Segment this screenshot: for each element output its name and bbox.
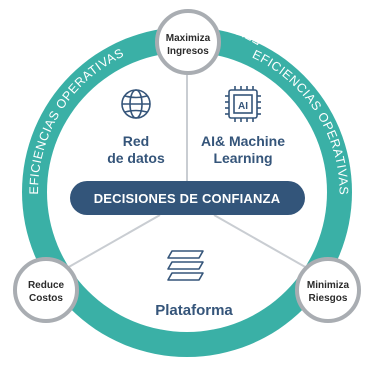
node-top-line2: Ingresos (167, 46, 209, 57)
ai-label-line1: AI& Machine (201, 133, 285, 149)
divider-left (66, 214, 161, 269)
layers-icon (167, 250, 204, 281)
decisiones-pill (70, 181, 305, 215)
ai-chip-text: AI (238, 101, 248, 112)
node-top-line1: Maximiza (166, 33, 211, 44)
node-right-line2: Riesgos (309, 293, 348, 304)
ai-label-line2: Learning (213, 150, 272, 166)
divider-right (213, 214, 308, 269)
decisiones-pill-label: DECISIONES DE CONFIANZA (94, 191, 281, 206)
platform-label: Plataforma (155, 302, 233, 319)
node-right-line1: Minimiza (307, 280, 350, 291)
globe-icon (121, 89, 151, 119)
network-label-line1: Red (123, 133, 149, 149)
node-left-line1: Reduce (28, 280, 65, 291)
ai-chip-icon (225, 86, 261, 122)
node-maximiza-ingresos (155, 9, 221, 75)
node-left-line2: Costos (29, 293, 63, 304)
network-label-line2: de datos (107, 150, 165, 166)
node-reduce-costos (13, 257, 79, 323)
node-minimiza-riesgos (295, 257, 361, 323)
